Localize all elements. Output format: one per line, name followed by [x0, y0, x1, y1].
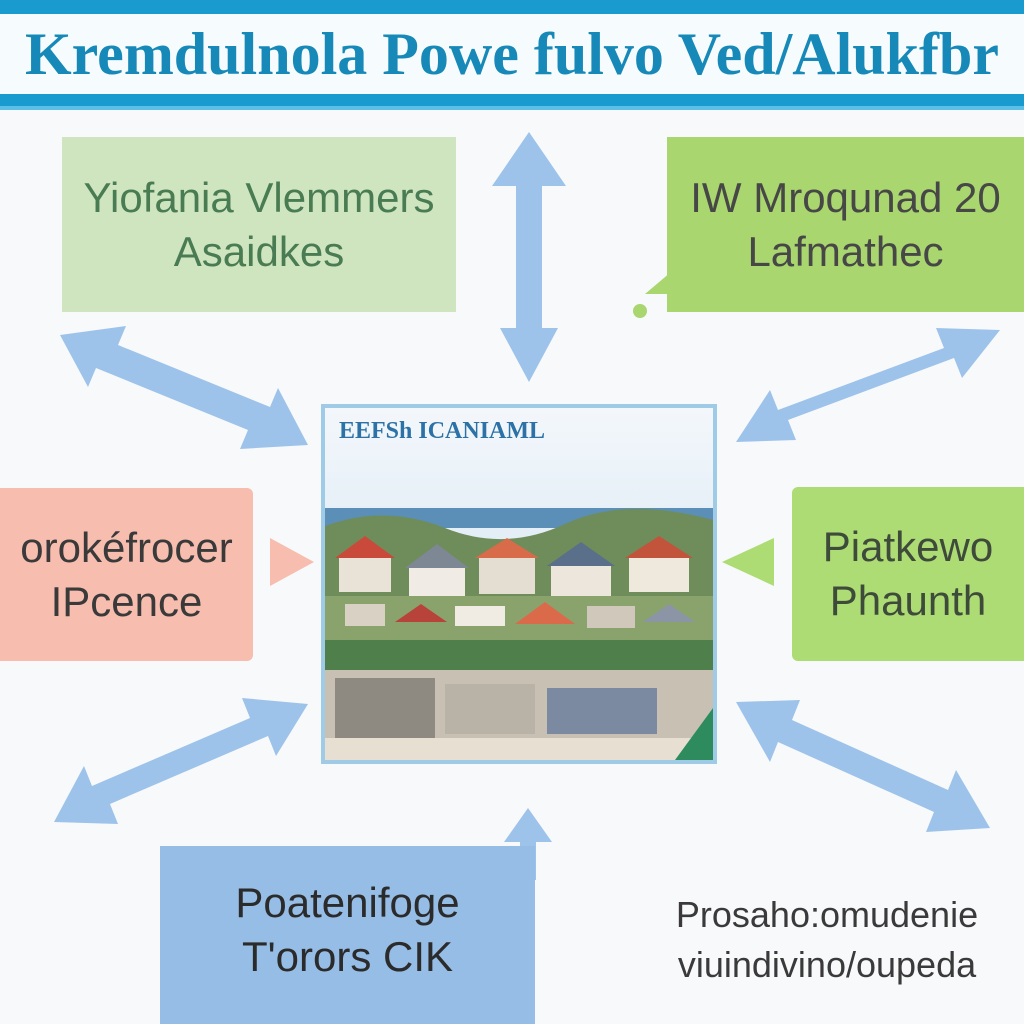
callout-bottom-right: Prosaho:omudenie viuindivino/oupeda	[630, 880, 1024, 1000]
callout-top-left-line2: Asaidkes	[173, 227, 345, 275]
callout-top-right-line1: IW Mroqunad 20	[690, 173, 1001, 221]
callout-bottom-right-line1: Prosaho:omudenie	[675, 894, 979, 935]
callout-mid-left-pointer	[270, 538, 314, 586]
callout-bottom-left-line2: T'orors CIK	[241, 933, 454, 980]
callout-mid-right-pointer	[722, 538, 774, 586]
callout-top-right-dot	[633, 304, 647, 318]
callout-bottom-left-line1: Poatenifoge	[235, 879, 460, 926]
callout-top-right: IW Mroqunad 20 Lafmathec	[667, 137, 1024, 312]
callout-bottom-right-line2: viuindivino/oupeda	[677, 944, 977, 985]
callout-mid-right-line2: Phaunth	[829, 577, 987, 624]
callout-bottom-left: Poatenifoge T'orors CIK	[160, 846, 535, 1024]
center-image-label: EEFSh ICANIAML	[339, 418, 546, 444]
diagram-title: Kremdulnola Powe fulvo Ved/Alukfbr	[0, 14, 1024, 94]
center-image-panel: EEFSh ICANIAML	[321, 404, 717, 764]
callout-mid-left-line2: IPcence	[50, 577, 203, 625]
town-photo	[325, 408, 713, 760]
callout-top-right-tail	[645, 272, 671, 294]
arrow-bottom-right	[736, 700, 990, 832]
arrow-top-right	[736, 328, 1000, 442]
arrow-top-left	[60, 326, 308, 449]
header-banner: Kremdulnola Powe fulvo Ved/Alukfbr	[0, 0, 1024, 110]
callout-top-right-line2: Lafmathec	[747, 227, 944, 275]
callout-top-left-line1: Yiofania Vlemmers	[83, 173, 435, 221]
callout-mid-left: orokéfrocer IPcence	[0, 488, 253, 661]
callout-mid-right: Piatkewo Phaunth	[792, 487, 1024, 661]
callout-top-left: Yiofania Vlemmers Asaidkes	[62, 137, 456, 312]
callout-mid-right-line1: Piatkewo	[822, 523, 994, 570]
arrow-bottom-left	[54, 698, 308, 824]
arrow-top-center	[492, 132, 566, 382]
callout-mid-left-line1: orokéfrocer	[20, 523, 233, 571]
